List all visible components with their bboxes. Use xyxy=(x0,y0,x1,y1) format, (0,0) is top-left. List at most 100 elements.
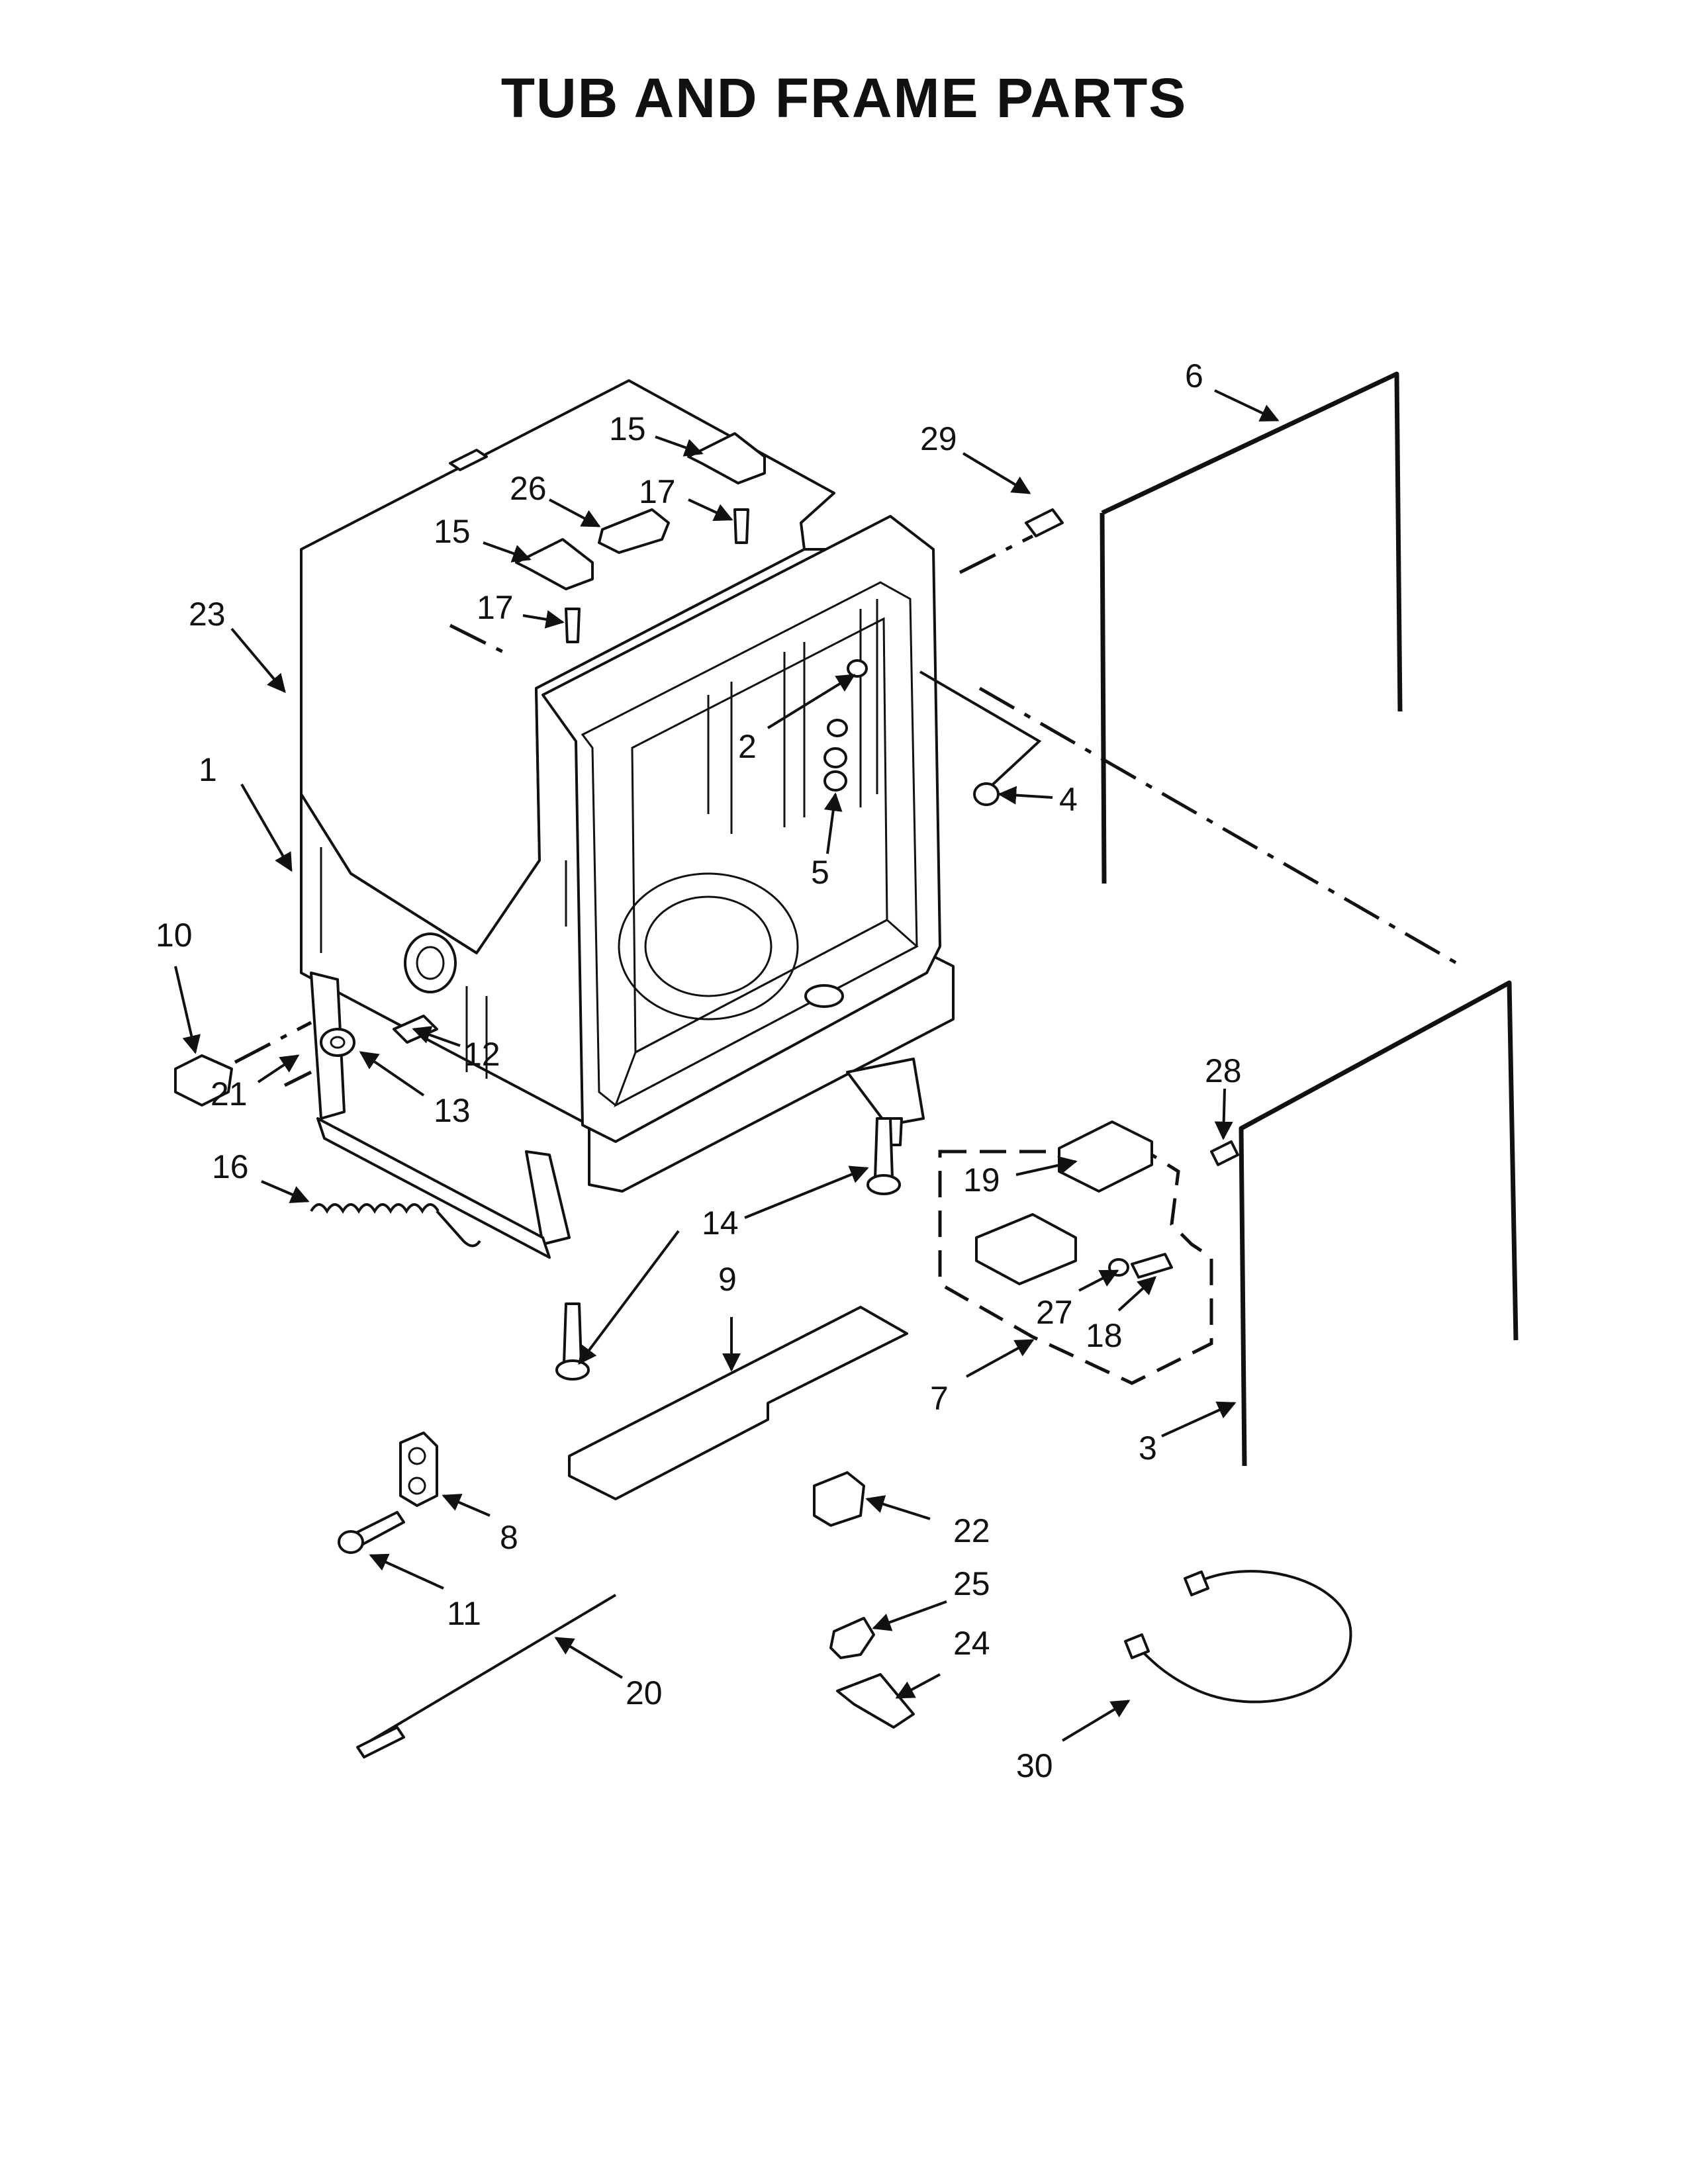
bracket-hole-8a xyxy=(408,1447,426,1465)
leader-arrow-15b xyxy=(483,541,532,563)
alignment-line-tub-top xyxy=(449,623,511,657)
leader-arrow-17a xyxy=(688,498,733,522)
callout-12: 12 xyxy=(463,1036,500,1073)
callout-15a: 15 xyxy=(609,410,646,447)
tub-sump-inner xyxy=(644,895,773,997)
leader-arrow-21 xyxy=(257,1054,300,1083)
clip-part xyxy=(598,508,670,554)
leader-arrow-11 xyxy=(369,1553,444,1590)
callout-13: 13 xyxy=(434,1092,471,1129)
leader-arrow-15a xyxy=(655,435,704,457)
callout-11: 11 xyxy=(447,1595,481,1632)
leader-arrow-29 xyxy=(962,452,1031,494)
callout-2: 2 xyxy=(738,728,757,765)
tub-port-upper xyxy=(847,659,868,678)
callout-18: 18 xyxy=(1086,1317,1123,1354)
callout-4: 4 xyxy=(1059,781,1078,818)
tub-side-port xyxy=(404,933,457,993)
leader-arrow-30 xyxy=(1061,1700,1131,1742)
leader-arrow-4 xyxy=(998,786,1053,805)
top-gasket-part xyxy=(1101,371,1403,712)
plug-leader xyxy=(919,670,1042,786)
kit-base-bracket xyxy=(975,1213,1077,1285)
tub-assembly xyxy=(300,379,955,1259)
bottom-gasket-part xyxy=(1239,980,1519,1467)
wire-harness-30 xyxy=(1137,1570,1352,1704)
callout-9: 9 xyxy=(718,1261,737,1298)
screw-part-18 xyxy=(1131,1253,1173,1279)
callout-30: 30 xyxy=(1016,1747,1053,1784)
callout-6: 6 xyxy=(1185,357,1203,394)
screw-head-11 xyxy=(338,1530,364,1554)
leader-arrow-19 xyxy=(1015,1156,1078,1176)
leader-arrow-22 xyxy=(865,1495,931,1520)
callout-23: 23 xyxy=(189,596,226,633)
leader-arrow-24 xyxy=(895,1673,941,1699)
washer-part-13 xyxy=(320,1028,355,1057)
callout-25: 25 xyxy=(953,1565,990,1602)
leader-arrow-17b xyxy=(522,610,565,629)
leader-arrow-25 xyxy=(872,1600,947,1631)
tub-top-tab xyxy=(449,449,488,471)
hinge-bracket-upper xyxy=(687,432,766,484)
wire-connector-30a xyxy=(1184,1570,1209,1596)
callout-14: 14 xyxy=(702,1205,739,1242)
leveling-leg-rear-base xyxy=(867,1174,901,1195)
callout-20: 20 xyxy=(626,1674,663,1711)
leveling-leg-front xyxy=(563,1302,583,1365)
callout-5: 5 xyxy=(811,854,829,891)
leader-arrow-14b xyxy=(578,1230,680,1365)
tub-port-lower-1 xyxy=(823,747,847,768)
leader-arrow-8 xyxy=(442,1494,491,1517)
leader-arrow-6 xyxy=(1214,389,1280,422)
tub-frame-rear-leg xyxy=(525,1150,571,1246)
leader-arrow-27 xyxy=(1078,1269,1119,1292)
callout-29: 29 xyxy=(920,420,957,457)
callout-16: 16 xyxy=(212,1148,249,1185)
leader-arrow-12 xyxy=(412,1026,461,1047)
tub-port-middle xyxy=(827,719,848,737)
leader-arrow-2 xyxy=(767,674,856,729)
hinge-bracket-lower xyxy=(515,538,594,590)
callout-27: 27 xyxy=(1036,1294,1073,1331)
screw-part-28 xyxy=(1210,1140,1239,1166)
leader-arrow-14a xyxy=(744,1165,869,1219)
plug-part xyxy=(973,782,1000,806)
cable-end-20 xyxy=(356,1726,405,1758)
callout-7: 7 xyxy=(930,1380,949,1417)
tub-frame-base-rail xyxy=(316,1117,551,1259)
tub-sump xyxy=(618,872,799,1021)
callout-8: 8 xyxy=(500,1519,518,1556)
leader-arrow-1 xyxy=(240,784,293,872)
alignment-line-bracket xyxy=(234,1021,312,1064)
screw-lower xyxy=(565,608,581,643)
callout-21: 21 xyxy=(211,1075,248,1113)
callout-15b: 15 xyxy=(434,513,471,550)
tub-front-frame xyxy=(541,515,941,1143)
spring-hook xyxy=(436,1210,481,1248)
switch-part-25 xyxy=(829,1617,875,1659)
page-title: TUB AND FRAME PARTS xyxy=(500,67,1188,129)
callout-17b: 17 xyxy=(477,589,514,626)
leader-arrow-26 xyxy=(549,498,601,527)
callout-28: 28 xyxy=(1205,1052,1242,1089)
alignment-line-washer xyxy=(283,1070,312,1087)
tub-floor xyxy=(614,919,919,1108)
tub-frame-right-leg xyxy=(846,1058,925,1126)
leveling-leg-rear xyxy=(874,1117,894,1179)
callout-19: 19 xyxy=(963,1161,1000,1199)
callout-1: 1 xyxy=(199,751,217,788)
bracket-hole-8b xyxy=(408,1477,426,1495)
callout-10: 10 xyxy=(156,917,193,954)
alignment-line-gasket xyxy=(978,686,1458,965)
alignment-line-screw xyxy=(959,534,1034,574)
clip-part-22 xyxy=(813,1471,865,1527)
spring-part xyxy=(310,1203,440,1214)
leader-arrow-3 xyxy=(1161,1401,1237,1437)
tub-side-port-inner xyxy=(416,946,445,980)
leader-arrow-18 xyxy=(1117,1276,1157,1312)
leveling-leg-front-base xyxy=(555,1359,590,1381)
callout-24: 24 xyxy=(953,1625,990,1662)
